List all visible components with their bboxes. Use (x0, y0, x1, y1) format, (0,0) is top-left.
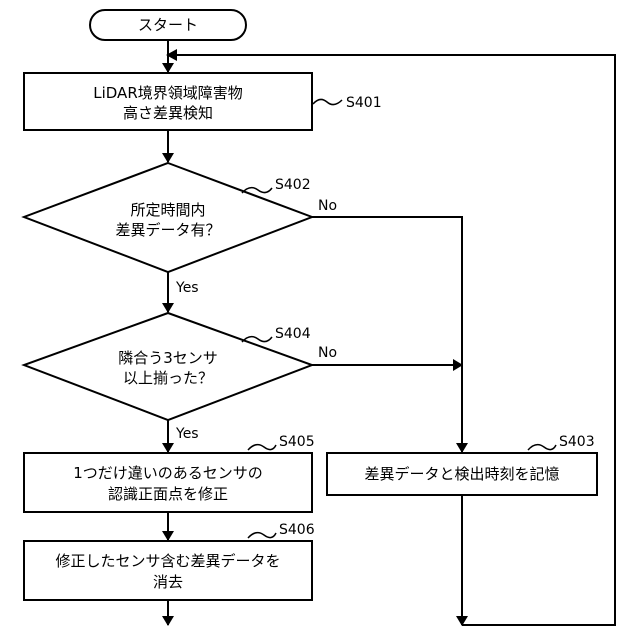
arrowhead (162, 303, 174, 313)
decision-s402: 所定時間内 差異データ有？ S402 No Yes (24, 163, 337, 296)
s401-tag: S401 (346, 95, 382, 111)
s401-leader (313, 99, 342, 104)
arrowhead (162, 63, 174, 73)
arrowhead (162, 531, 174, 541)
decision-s404: 隣合う3センサ 以上揃った？ S404 No Yes (24, 313, 337, 442)
s405-line2: 認識正面点を修正 (108, 485, 228, 503)
s401-line2: 高さ差異検知 (123, 104, 213, 122)
s405-tag: S405 (279, 434, 315, 450)
s405-leader (248, 445, 276, 450)
s402-line2: 差異データ有？ (115, 221, 220, 239)
arrowhead (162, 443, 174, 453)
s402-yes-label: Yes (175, 280, 199, 296)
arrowhead (162, 616, 174, 626)
s406-tag: S406 (279, 522, 315, 538)
s404-tag: S404 (275, 326, 311, 342)
s404-no-label: No (318, 345, 337, 361)
s401-line1: LiDAR境界領域障害物 (93, 84, 243, 102)
s404-yes-label: Yes (175, 426, 199, 442)
s406-line2: 消去 (153, 573, 183, 591)
s405-line1: 1つだけ違いのあるセンサの (73, 464, 263, 482)
connector-s402-no (312, 217, 462, 452)
s403-tag: S403 (559, 434, 595, 450)
s404-line1: 隣合う3センサ (118, 349, 218, 367)
arrowhead (162, 153, 174, 163)
s403-line1: 差異データと検出時刻を記憶 (364, 465, 559, 483)
process-s401: LiDAR境界領域障害物 高さ差異検知 S401 (24, 73, 382, 130)
start-terminal: スタート (90, 10, 246, 40)
s403-leader (528, 445, 556, 450)
s406-line1: 修正したセンサ含む差異データを (55, 552, 280, 570)
s404-line2: 以上揃った？ (123, 369, 213, 387)
arrowhead (456, 443, 468, 453)
s402-line1: 所定時間内 (130, 201, 205, 219)
s402-tag: S402 (275, 177, 311, 193)
start-label: スタート (138, 16, 198, 34)
s402-no-label: No (318, 198, 337, 214)
s406-leader (248, 533, 276, 538)
